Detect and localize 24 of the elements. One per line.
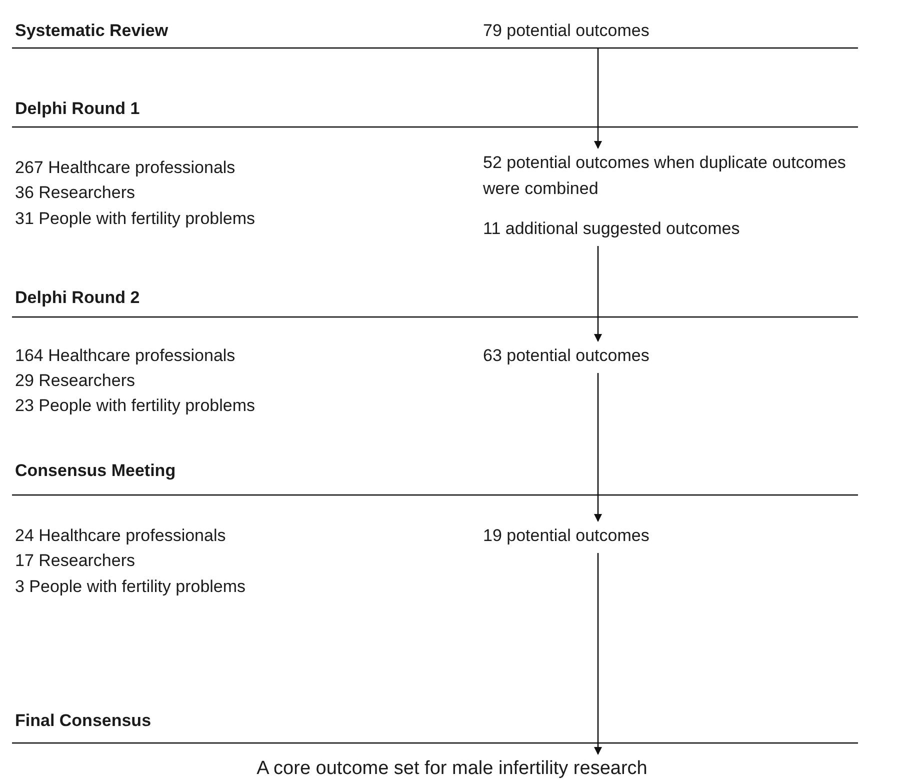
outcome-count: 11 additional suggested outcomes	[483, 216, 740, 242]
arrow	[594, 553, 602, 755]
participant-count: 17 Researchers	[15, 550, 136, 572]
participant-count: 23 People with fertility problems	[15, 395, 256, 417]
outcome-count: 63 potential outcomes	[483, 343, 650, 369]
stage-heading: Consensus Meeting	[15, 460, 176, 482]
participant-count: 3 People with fertility problems	[15, 576, 246, 598]
participant-count: 29 Researchers	[15, 370, 136, 392]
outcome-count: 52 potential outcomes when duplicate outcomes were combined	[483, 150, 873, 202]
participant-count: 36 Researchers	[15, 182, 136, 204]
stage-heading: Delphi Round 2	[15, 287, 140, 309]
arrow	[594, 373, 602, 522]
outcome-count: 19 potential outcomes	[483, 523, 650, 549]
participant-count: 164 Healthcare professionals	[15, 345, 236, 367]
outcome-count: 79 potential outcomes	[483, 18, 650, 44]
arrow	[594, 48, 602, 149]
participant-count: 267 Healthcare professionals	[15, 157, 236, 179]
participant-count: 31 People with fertility problems	[15, 208, 256, 230]
stage-heading: Final Consensus	[15, 710, 152, 732]
stage-heading: Delphi Round 1	[15, 98, 140, 120]
arrow	[594, 246, 602, 342]
stage-heading: Systematic Review	[15, 20, 168, 42]
result-text: A core outcome set for male infertility research	[256, 756, 648, 782]
participant-count: 24 Healthcare professionals	[15, 525, 226, 547]
